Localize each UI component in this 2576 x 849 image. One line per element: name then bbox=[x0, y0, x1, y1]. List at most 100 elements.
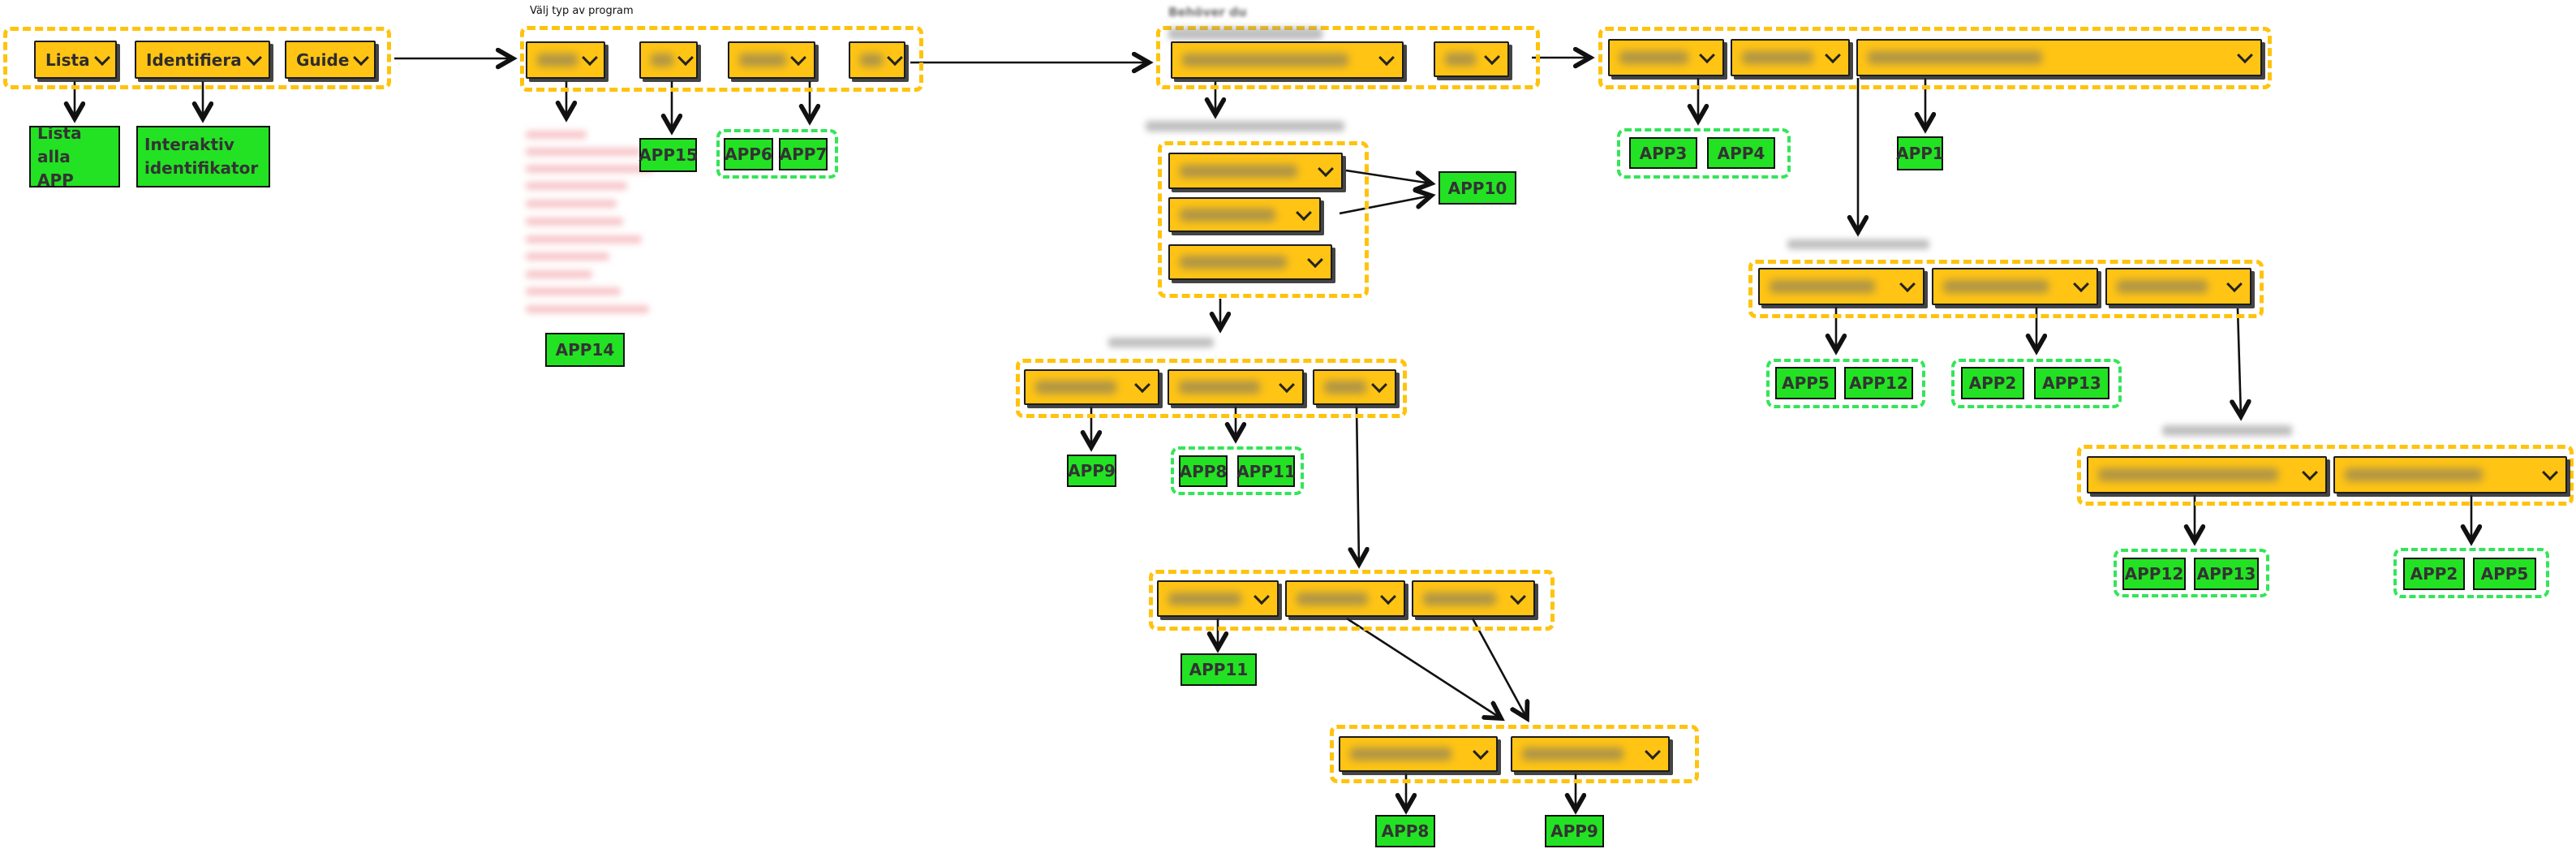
blurred-label bbox=[1619, 51, 1688, 64]
dropdown-ventilation-1[interactable] bbox=[1171, 41, 1404, 79]
blurred-label bbox=[1423, 592, 1496, 606]
dropdown-program-type-2[interactable] bbox=[639, 41, 698, 79]
blurred-label bbox=[2117, 280, 2208, 293]
dropdown-lighting-output-2[interactable] bbox=[1285, 580, 1405, 617]
app2-label: APP2 bbox=[2410, 564, 2458, 584]
app13-label: APP13 bbox=[2042, 373, 2101, 393]
chevron-down-icon bbox=[1825, 47, 1841, 64]
blurred-pink-text-line bbox=[526, 305, 649, 313]
result-lista-alla-app-label: Lista alla APP bbox=[37, 123, 82, 190]
chevron-down-icon bbox=[1279, 377, 1295, 394]
dropdown-co2-span-3[interactable] bbox=[1168, 244, 1332, 280]
blurred-pink-text-line bbox=[526, 165, 653, 173]
dropdown-lighting-output-3[interactable] bbox=[1412, 580, 1535, 617]
app9-label: APP9 bbox=[1550, 821, 1598, 841]
result-app13: APP13 bbox=[2034, 367, 2109, 399]
result-interaktiv-identifikator: Interaktiv identifikator bbox=[136, 126, 270, 187]
dropdown-sensor-type-1[interactable] bbox=[1608, 39, 1724, 76]
blurred-label bbox=[1943, 280, 2049, 293]
blurred-pink-text-line bbox=[526, 287, 621, 295]
blurred-label bbox=[1180, 208, 1275, 222]
chevron-down-icon bbox=[1699, 47, 1715, 64]
dropdown-program-type-4[interactable] bbox=[849, 41, 905, 79]
dropdown-co2-range-2[interactable] bbox=[2333, 456, 2567, 493]
dropdown-sensor-type-3[interactable] bbox=[1856, 39, 2262, 76]
blurred-label bbox=[537, 54, 578, 67]
group-app2-app5 bbox=[2393, 548, 2549, 598]
blurred-question-co2-range bbox=[2162, 425, 2292, 436]
blurred-label bbox=[1522, 748, 1623, 761]
group-root-menu bbox=[3, 27, 391, 89]
result-app8-b: APP8 bbox=[1375, 815, 1435, 847]
app3-label: APP3 bbox=[1639, 143, 1688, 163]
chevron-down-icon bbox=[1473, 743, 1489, 761]
chevron-down-icon bbox=[677, 50, 694, 67]
dropdown-co2-span-1[interactable] bbox=[1168, 153, 1343, 189]
blurred-label bbox=[1035, 381, 1116, 394]
dropdown-final-2[interactable] bbox=[1511, 736, 1670, 772]
ventilation-question-heading: Behöver du bbox=[1168, 5, 1247, 19]
group-app8-app11 bbox=[1171, 446, 1304, 495]
dropdown-program-type-3[interactable] bbox=[728, 41, 815, 79]
dropdown-co2-range-1[interactable] bbox=[2087, 456, 2327, 493]
result-app1: APP1 bbox=[1896, 136, 1944, 170]
result-app5-b: APP5 bbox=[2473, 558, 2536, 590]
app2-label: APP2 bbox=[1968, 373, 2017, 393]
dropdown-function-1[interactable] bbox=[1758, 268, 1924, 305]
app11-label: APP11 bbox=[1189, 660, 1249, 679]
group-co2-span bbox=[1158, 141, 1369, 298]
blurred-pink-text-line bbox=[526, 148, 641, 156]
chevron-down-icon bbox=[1645, 743, 1661, 761]
dropdown-identifiera[interactable]: Identifiera bbox=[135, 41, 270, 79]
chevron-down-icon bbox=[2226, 276, 2243, 293]
dropdown-function-2[interactable] bbox=[1932, 268, 2098, 305]
blurred-pink-text-line bbox=[526, 131, 587, 139]
result-app6: APP6 bbox=[724, 138, 773, 170]
chevron-down-icon bbox=[582, 50, 598, 67]
result-interaktiv-identifikator-label: Interaktiv identifikator bbox=[144, 135, 259, 178]
dropdown-lighting-3[interactable] bbox=[1313, 369, 1396, 405]
dropdown-lighting-output-1[interactable] bbox=[1157, 580, 1279, 617]
result-app9: APP9 bbox=[1067, 455, 1116, 487]
app15-label: APP15 bbox=[639, 145, 698, 165]
group-lighting-output bbox=[1149, 570, 1555, 631]
group-app2-app13 bbox=[1951, 359, 2122, 408]
blurred-pink-text-line bbox=[526, 252, 609, 261]
dropdown-lighting-2[interactable] bbox=[1168, 369, 1304, 405]
dropdown-guide[interactable]: Guide bbox=[285, 41, 376, 79]
app13-label: APP13 bbox=[2196, 564, 2256, 584]
dropdown-sensor-type-2[interactable] bbox=[1731, 39, 1850, 76]
group-app5-app12 bbox=[1766, 359, 1925, 408]
blurred-question-lighting bbox=[1108, 338, 1214, 347]
dropdown-function-3[interactable] bbox=[2105, 268, 2251, 305]
result-app11-b: APP11 bbox=[1180, 653, 1257, 686]
dropdown-lista[interactable]: Lista bbox=[34, 41, 117, 79]
chevron-down-icon bbox=[1318, 160, 1334, 177]
app12-label: APP12 bbox=[1849, 373, 1908, 393]
chevron-down-icon bbox=[1484, 49, 1500, 66]
app7-label: APP7 bbox=[779, 144, 828, 164]
blurred-pink-text-line bbox=[526, 218, 623, 226]
group-function bbox=[1748, 260, 2264, 318]
app14-label: APP14 bbox=[555, 340, 615, 360]
dropdown-lista-label: Lista bbox=[45, 50, 90, 70]
blurred-label bbox=[1180, 164, 1297, 178]
result-app4: APP4 bbox=[1707, 137, 1775, 169]
blurred-label bbox=[651, 54, 673, 67]
dropdown-lighting-1[interactable] bbox=[1024, 369, 1159, 405]
result-app2-b: APP2 bbox=[2403, 558, 2465, 590]
app6-label: APP6 bbox=[725, 144, 772, 164]
blurred-label bbox=[2098, 468, 2278, 481]
blurred-label bbox=[1742, 51, 1813, 64]
result-app7: APP7 bbox=[779, 138, 828, 170]
dropdown-final-1[interactable] bbox=[1339, 736, 1498, 772]
dropdown-co2-span-2[interactable] bbox=[1168, 197, 1321, 232]
group-ventilation bbox=[1156, 26, 1540, 89]
app8-label: APP8 bbox=[1381, 821, 1430, 841]
app8-label: APP8 bbox=[1179, 461, 1228, 481]
dropdown-program-type-1[interactable] bbox=[526, 41, 605, 79]
blurred-pink-text-line bbox=[526, 270, 592, 278]
dropdown-ventilation-2[interactable] bbox=[1434, 41, 1509, 77]
blurred-label bbox=[739, 54, 786, 67]
chevron-down-icon bbox=[1296, 204, 1312, 221]
